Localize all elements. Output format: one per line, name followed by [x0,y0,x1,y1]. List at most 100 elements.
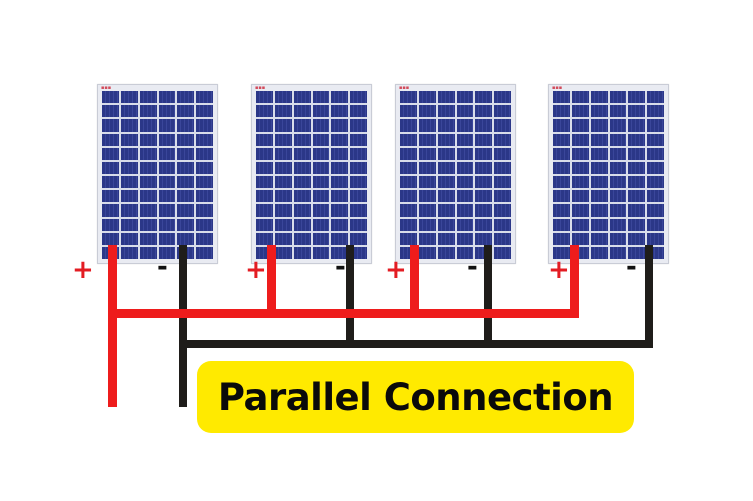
solar-cell [628,91,646,104]
solar-cell [256,119,273,132]
solar-cell [196,190,213,203]
solar-cell [158,246,176,259]
solar-cell [590,91,608,104]
solar-cell [437,161,455,174]
solar-cell [293,246,311,259]
solar-cell [256,190,273,203]
solar-cell [312,105,330,118]
solar-cell [196,218,213,231]
solar-cell [196,119,213,132]
solar-cell [609,91,627,104]
solar-cell [196,105,213,118]
solar-cell [196,232,213,245]
solar-cell [475,105,493,118]
solar-cell [437,218,455,231]
solar-cell [120,232,138,245]
solar-cell [331,176,349,189]
solar-cell [400,232,417,245]
solar-cell [456,190,474,203]
solar-cell [177,176,195,189]
solar-cell [139,119,157,132]
solar-cell [331,190,349,203]
solar-cell [553,119,570,132]
solar-cell [628,119,646,132]
solar-cell [293,105,311,118]
solar-cell [400,204,417,217]
solar-cell [609,105,627,118]
solar-cell [628,232,646,245]
solar-cell [590,246,608,259]
solar-cell [274,218,292,231]
solar-cell [312,119,330,132]
solar-cell [350,246,367,259]
solar-cell [456,204,474,217]
solar-cell [609,218,627,231]
solar-cell [418,147,436,160]
solar-cell [475,147,493,160]
solar-cell [400,119,417,132]
solar-cell [456,105,474,118]
solar-cell [647,204,664,217]
negative-sign-panel-2: - [335,252,346,282]
solar-cell [647,119,664,132]
solar-cell [139,91,157,104]
solar-cell [590,190,608,203]
solar-cell [177,133,195,146]
solar-cell [158,218,176,231]
solar-cell [196,147,213,160]
solar-cell [331,105,349,118]
solar-cell [139,204,157,217]
solar-cell [196,91,213,104]
solar-cell [120,204,138,217]
solar-panel-1: ▪▪▪ [97,84,218,264]
solar-cell [628,246,646,259]
solar-cell [437,133,455,146]
solar-cell [256,161,273,174]
solar-cell [475,176,493,189]
solar-cell [274,232,292,245]
solar-cell [312,204,330,217]
solar-cell [120,147,138,160]
solar-cell [590,147,608,160]
solar-cell [475,161,493,174]
solar-cell [475,91,493,104]
solar-cell [590,204,608,217]
solar-cell [571,161,589,174]
solar-cell [418,176,436,189]
solar-cell [350,161,367,174]
solar-cell [456,218,474,231]
solar-cell [196,204,213,217]
solar-cell [609,119,627,132]
solar-cell [120,218,138,231]
solar-cell [158,105,176,118]
solar-cell [120,91,138,104]
solar-cell [647,190,664,203]
positive-sign-panel-3: + [385,255,407,285]
solar-cell [437,232,455,245]
solar-cell [590,176,608,189]
solar-cell [553,176,570,189]
solar-cell [418,133,436,146]
solar-cell [609,176,627,189]
solar-cell [475,133,493,146]
solar-cell [609,246,627,259]
positive-lead-panel-4 [570,245,579,317]
solar-cell [400,91,417,104]
solar-cell [196,176,213,189]
solar-cell [102,133,119,146]
solar-cell [102,147,119,160]
solar-cell [120,105,138,118]
solar-cell [418,218,436,231]
solar-cell [418,190,436,203]
solar-cell [120,190,138,203]
solar-cell [350,204,367,217]
solar-cell [590,133,608,146]
solar-cell [494,105,511,118]
solar-cell [628,218,646,231]
solar-cell [293,190,311,203]
solar-cell [609,232,627,245]
solar-cell [102,119,119,132]
solar-cell [274,133,292,146]
solar-cell [647,232,664,245]
